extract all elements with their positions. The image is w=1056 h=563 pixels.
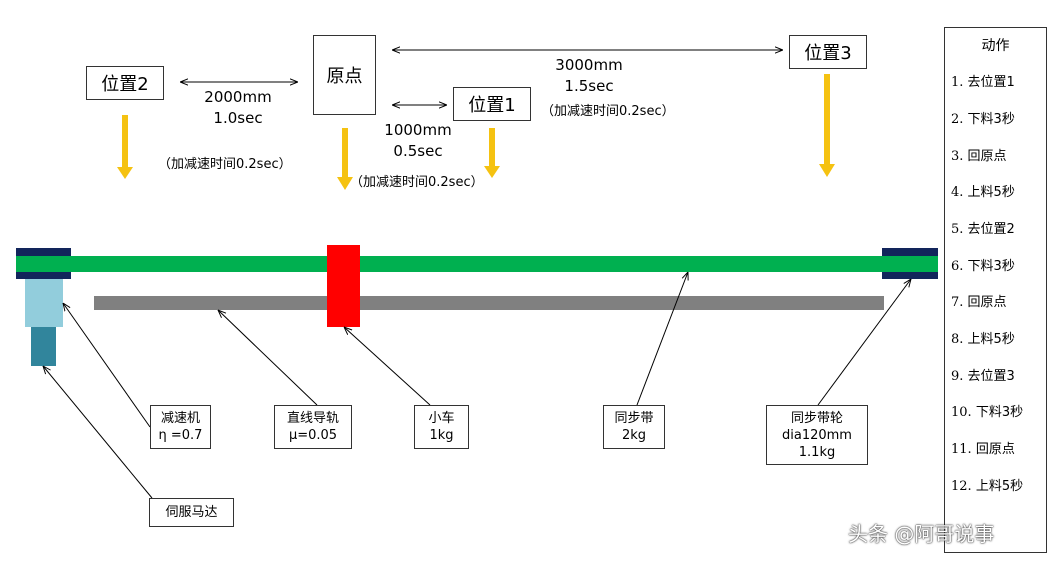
- cart-name: 小车: [428, 411, 455, 426]
- cart-label-box: 小车 1kg: [414, 405, 469, 449]
- position-2-label: 位置2: [101, 74, 149, 95]
- cart-leader: [344, 327, 431, 406]
- pulley-leader: [817, 279, 911, 406]
- left-distance-time: 1.0sec: [213, 109, 263, 127]
- servo-motor-block: [31, 327, 56, 366]
- guide-label-box: 直线导轨 μ=0.05: [274, 405, 352, 449]
- action-step: 9. 去位置3: [951, 369, 1015, 384]
- position-3-box: 位置3: [789, 35, 867, 69]
- action-step: 7. 回原点: [951, 295, 1007, 310]
- guide-spec: μ=0.05: [288, 428, 338, 443]
- action-step: 11. 回原点: [951, 442, 1015, 457]
- belt-label-box: 同步带 2kg: [603, 405, 665, 449]
- reducer-label-box: 减速机 η =0.7: [150, 405, 211, 449]
- position-2-box: 位置2: [86, 66, 164, 100]
- action-step: 12. 上料5秒: [951, 479, 1024, 494]
- reducer-block: [25, 279, 63, 327]
- action-step: 3. 回原点: [951, 149, 1007, 164]
- middle-accel-note: （加减速时间0.2sec）: [350, 175, 484, 190]
- origin-box: 原点: [313, 35, 376, 115]
- left-accel-note: （加减速时间0.2sec）: [158, 157, 292, 172]
- belt-leader: [636, 272, 688, 406]
- action-list-panel: 动作 1. 去位置1 2. 下料3秒 3. 回原点 4. 上料5秒 5. 去位置…: [944, 27, 1047, 553]
- cart-spec: 1kg: [429, 428, 454, 443]
- action-step: 10. 下料3秒: [951, 405, 1024, 420]
- pulley-mass: 1.1kg: [798, 444, 836, 460]
- timing-belt: [16, 256, 938, 272]
- yellow-down-arrows: [117, 74, 835, 190]
- origin-label: 原点: [326, 66, 363, 87]
- right-distance: 3000mm 1.5sec: [551, 55, 627, 97]
- position-1-label: 位置1: [468, 95, 516, 116]
- action-step: 1. 去位置1: [951, 75, 1015, 90]
- motor-leader: [43, 366, 153, 499]
- belt-name: 同步带: [614, 411, 654, 426]
- cart-block: [327, 245, 360, 327]
- motor-name: 伺服马达: [165, 505, 218, 520]
- motor-label-box: 伺服马达: [149, 498, 234, 527]
- action-step: 8. 上料5秒: [951, 332, 1015, 347]
- action-step: 4. 上料5秒: [951, 185, 1015, 200]
- pulley-spec: dia120mm: [782, 427, 852, 443]
- left-distance-mm: 2000mm: [204, 88, 272, 106]
- watermark: 头条 @阿哥说事: [848, 522, 995, 546]
- pulley-name: 同步带轮: [790, 410, 843, 426]
- pulley-label-box: 同步带轮 dia120mm 1.1kg: [766, 405, 868, 465]
- left-distance: 2000mm 1.0sec: [200, 87, 276, 129]
- guide-name: 直线导轨: [286, 411, 339, 426]
- right-distance-time: 1.5sec: [564, 77, 614, 95]
- action-step: 2. 下料3秒: [951, 112, 1015, 127]
- guide-leader: [218, 310, 318, 406]
- belt-spec: 2kg: [621, 428, 647, 443]
- right-distance-mm: 3000mm: [555, 56, 623, 74]
- middle-distance: 1000mm 0.5sec: [380, 120, 456, 162]
- middle-distance-mm: 1000mm: [384, 121, 452, 139]
- middle-distance-time: 0.5sec: [393, 142, 443, 160]
- action-step: 6. 下料3秒: [951, 259, 1015, 274]
- reducer-leader: [63, 303, 151, 428]
- right-accel-note: （加减速时间0.2sec）: [541, 104, 675, 119]
- linear-guide: [94, 296, 884, 310]
- position-1-box: 位置1: [453, 87, 531, 121]
- reducer-spec: η =0.7: [158, 428, 203, 443]
- action-step: 5. 去位置2: [951, 222, 1015, 237]
- reducer-name: 减速机: [160, 411, 200, 426]
- action-list-title: 动作: [981, 38, 1010, 54]
- position-3-label: 位置3: [804, 43, 852, 64]
